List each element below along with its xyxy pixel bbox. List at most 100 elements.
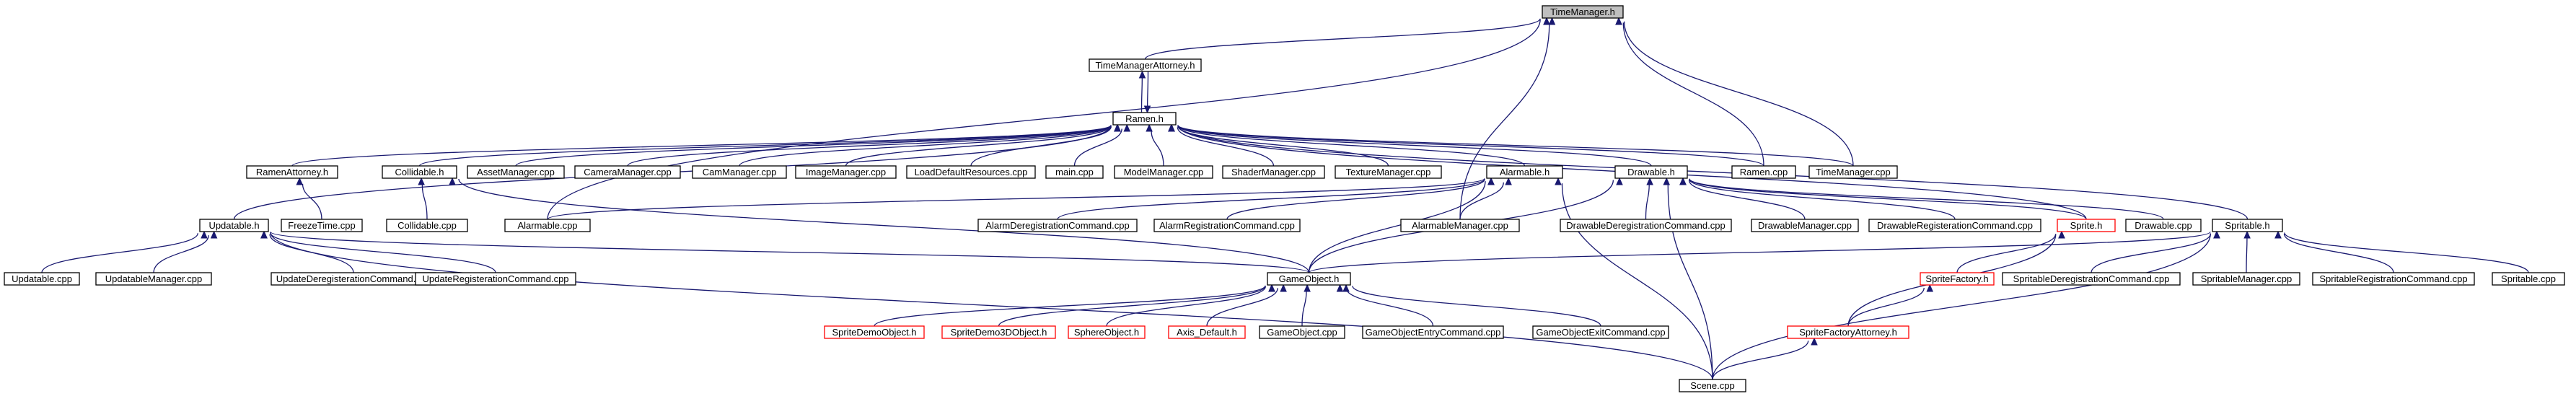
node-timemanager-h[interactable]: TimeManager.h [1542, 5, 1624, 19]
node-updatablemanager-cpp[interactable]: UpdatableManager.cpp [95, 272, 212, 286]
node-alarmable-h[interactable]: Alarmable.h [1486, 165, 1563, 179]
node-spritedemo3dobject-h[interactable]: SpriteDemo3DObject.h [941, 325, 1056, 339]
node-drawablederegistrationcommand-cpp[interactable]: DrawableDeregistrationCommand.cpp [1560, 219, 1732, 232]
node-box[interactable] [1532, 325, 1669, 339]
node-imagemanager-cpp[interactable]: ImageManager.cpp [795, 165, 897, 179]
node-box[interactable] [504, 219, 591, 232]
node-cammanager-cpp[interactable]: CamManager.cpp [692, 165, 787, 179]
node-box[interactable] [1868, 219, 2041, 232]
node-box[interactable] [1222, 165, 1325, 179]
node-spritedemoobject-h[interactable]: SpriteDemoObject.h [824, 325, 925, 339]
node-box[interactable] [415, 272, 576, 286]
node-box[interactable] [1335, 165, 1442, 179]
node-updateregisterationcommand-cpp[interactable]: UpdateRegisterationCommand.cpp [415, 272, 576, 286]
node-box[interactable] [692, 165, 787, 179]
node-sprite-h[interactable]: Sprite.h [2057, 219, 2116, 232]
node-alarmderegistrationcommand-cpp[interactable]: AlarmDeregistrationCommand.cpp [977, 219, 1138, 232]
node-ramenattorney-h[interactable]: RamenAttorney.h [246, 165, 338, 179]
node-box[interactable] [2125, 219, 2202, 232]
node-alarmablemanager-cpp[interactable]: AlarmableManager.cpp [1400, 219, 1520, 232]
node-box[interactable] [1068, 325, 1146, 339]
node-updatederegisterationcommand-cpp[interactable]: UpdateDeregisterationCommand.cpp [271, 272, 436, 286]
node-gameobjectexitcommand-cpp[interactable]: GameObjectExitCommand.cpp [1532, 325, 1669, 339]
node-alarmable-cpp[interactable]: Alarmable.cpp [504, 219, 591, 232]
node-box[interactable] [1362, 325, 1504, 339]
node-box[interactable] [467, 165, 565, 179]
node-cameramanager-cpp[interactable]: CameraManager.cpp [574, 165, 681, 179]
node-spritefactory-h[interactable]: SpriteFactory.h [1920, 272, 1995, 286]
node-drawablemanager-cpp[interactable]: DrawableManager.cpp [1751, 219, 1859, 232]
node-timemanagerattorney-h[interactable]: TimeManagerAttorney.h [1089, 58, 1202, 72]
node-ramen-h[interactable]: Ramen.h [1112, 112, 1177, 126]
node-box[interactable] [1808, 165, 1898, 179]
node-axis-default-h[interactable]: Axis_Default.h [1168, 325, 1246, 339]
node-spritefactoryattorney-h[interactable]: SpriteFactoryAttorney.h [1787, 325, 1909, 339]
node-box[interactable] [1089, 58, 1202, 72]
node-box[interactable] [1751, 219, 1859, 232]
node-box[interactable] [1045, 165, 1104, 179]
node-gameobjectentrycommand-cpp[interactable]: GameObjectEntryCommand.cpp [1362, 325, 1504, 339]
node-box[interactable] [1486, 165, 1563, 179]
node-box[interactable] [1542, 5, 1624, 19]
node-box[interactable] [2212, 219, 2283, 232]
node-box[interactable] [95, 272, 212, 286]
node-box[interactable] [2002, 272, 2181, 286]
node-collidable-cpp[interactable]: Collidable.cpp [386, 219, 468, 232]
node-box[interactable] [1114, 165, 1213, 179]
node-box[interactable] [2492, 272, 2565, 286]
node-box[interactable] [906, 165, 1036, 179]
node-box[interactable] [386, 219, 468, 232]
edge-alarmable_cpp-to-timemanager_h [547, 17, 1550, 220]
node-box[interactable] [795, 165, 897, 179]
node-shadermanager-cpp[interactable]: ShaderManager.cpp [1222, 165, 1325, 179]
node-drawable-h[interactable]: Drawable.h [1614, 165, 1688, 179]
node-box[interactable] [1400, 219, 1520, 232]
node-box[interactable] [199, 219, 269, 232]
node-box[interactable] [281, 219, 363, 232]
node-box[interactable] [1153, 219, 1301, 232]
node-loaddefaultresources-cpp[interactable]: LoadDefaultResources.cpp [906, 165, 1036, 179]
node-gameobject-cpp[interactable]: GameObject.cpp [1259, 325, 1345, 339]
node-main-cpp[interactable]: main.cpp [1045, 165, 1104, 179]
node-box[interactable] [1731, 165, 1796, 179]
node-updatable-h[interactable]: Updatable.h [199, 219, 269, 232]
node-box[interactable] [1168, 325, 1246, 339]
node-box[interactable] [2312, 272, 2475, 286]
node-modelmanager-cpp[interactable]: ModelManager.cpp [1114, 165, 1213, 179]
node-assetmanager-cpp[interactable]: AssetManager.cpp [467, 165, 565, 179]
node-box[interactable] [2192, 272, 2300, 286]
node-box[interactable] [1614, 165, 1688, 179]
node-sphereobject-h[interactable]: SphereObject.h [1068, 325, 1146, 339]
node-box[interactable] [1679, 379, 1746, 392]
node-drawableregisterationcommand-cpp[interactable]: DrawableRegisterationCommand.cpp [1868, 219, 2041, 232]
node-ramen-cpp[interactable]: Ramen.cpp [1731, 165, 1796, 179]
node-box[interactable] [1267, 272, 1351, 286]
node-updatable-cpp[interactable]: Updatable.cpp [4, 272, 80, 286]
node-timemanager-cpp[interactable]: TimeManager.cpp [1808, 165, 1898, 179]
node-spritable-cpp[interactable]: Spritable.cpp [2492, 272, 2565, 286]
node-box[interactable] [1112, 112, 1177, 126]
node-box[interactable] [1560, 219, 1732, 232]
node-collidable-h[interactable]: Collidable.h [382, 165, 457, 179]
node-spritable-h[interactable]: Spritable.h [2212, 219, 2283, 232]
node-box[interactable] [977, 219, 1138, 232]
node-box[interactable] [246, 165, 338, 179]
node-box[interactable] [574, 165, 681, 179]
node-spritableregistrationcommand-cpp[interactable]: SpritableRegistrationCommand.cpp [2312, 272, 2475, 286]
node-box[interactable] [2057, 219, 2116, 232]
node-spritablemanager-cpp[interactable]: SpritableManager.cpp [2192, 272, 2300, 286]
node-freezetime-cpp[interactable]: FreezeTime.cpp [281, 219, 363, 232]
node-texturemanager-cpp[interactable]: TextureManager.cpp [1335, 165, 1442, 179]
node-box[interactable] [941, 325, 1056, 339]
node-alarmregistrationcommand-cpp[interactable]: AlarmRegistrationCommand.cpp [1153, 219, 1301, 232]
node-box[interactable] [1259, 325, 1345, 339]
node-box[interactable] [1787, 325, 1909, 339]
node-box[interactable] [824, 325, 925, 339]
node-box[interactable] [382, 165, 457, 179]
node-gameobject-h[interactable]: GameObject.h [1267, 272, 1351, 286]
node-drawable-cpp[interactable]: Drawable.cpp [2125, 219, 2202, 232]
node-box[interactable] [4, 272, 80, 286]
node-spritablederegistrationcommand-cpp[interactable]: SpritableDeregistrationCommand.cpp [2002, 272, 2181, 286]
node-scene-cpp[interactable]: Scene.cpp [1679, 379, 1746, 392]
node-box[interactable] [1920, 272, 1995, 286]
